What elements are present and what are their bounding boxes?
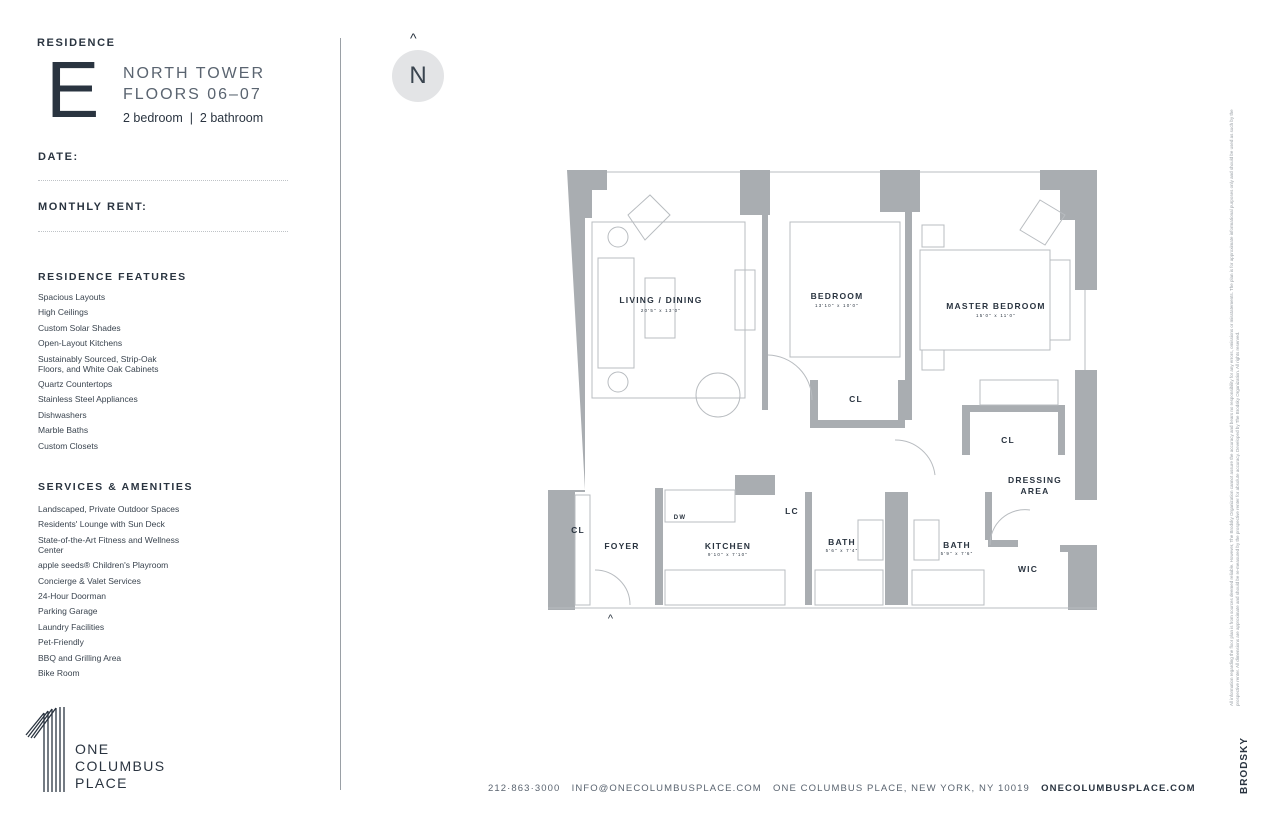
amenities-title: SERVICES & AMENITIES xyxy=(38,481,194,493)
list-item: Quartz Countertops xyxy=(38,378,113,389)
room-name-dressing-area: AREA xyxy=(1021,486,1050,496)
room-name-foyer: FOYER xyxy=(604,541,639,551)
footer-contact: 212·863·3000 INFO@ONECOLUMBUSPLACE.COM O… xyxy=(488,783,1196,794)
wall-bath1-west xyxy=(805,492,812,605)
footer-address: ONE COLUMBUS PLACE, NEW YORK, NY 10019 xyxy=(773,783,1030,794)
wall-bath2-east xyxy=(985,492,992,540)
room-name-cl-foyer: CL xyxy=(571,525,585,535)
wall-kitchen-west xyxy=(655,488,663,605)
wall-bath-shared xyxy=(885,492,908,605)
list-item: Laundry Facilities xyxy=(38,621,105,632)
bed-bath-summary: 2 bedroom | 2 bathroom xyxy=(123,111,264,125)
wall-master-closet xyxy=(962,405,1065,455)
logo-line-2: COLUMBUS xyxy=(75,758,166,774)
list-item: Custom Closets xyxy=(38,440,98,451)
column-divider xyxy=(340,38,341,790)
list-item: Landscaped, Private Outdoor Spaces xyxy=(38,504,180,514)
list-item: Bike Room xyxy=(38,667,80,678)
features-title: RESIDENCE FEATURES xyxy=(38,271,187,283)
wall-east-mid xyxy=(1075,370,1097,500)
entry-arrow-icon: ^ xyxy=(608,613,614,625)
footer-email[interactable]: INFO@ONECOLUMBUSPLACE.COM xyxy=(571,783,762,794)
wall-column-1 xyxy=(740,170,770,215)
room-name-bath2: BATH xyxy=(943,540,971,550)
room-name-dw: DW xyxy=(674,515,686,521)
room-name-cl-master: CL xyxy=(1001,435,1015,445)
disclaimer-text: All information regarding the floor plan… xyxy=(1229,109,1240,706)
list-item: Sustainably Sourced, Strip-Oak Floors, a… xyxy=(38,353,159,374)
list-item: Parking Garage xyxy=(38,606,98,617)
logo-line-1: ONE xyxy=(75,741,110,757)
room-dims-bath1: 5'6" x 7'4" xyxy=(826,548,859,553)
tower-name: NORTH TOWER xyxy=(123,65,266,82)
wall-column-2 xyxy=(880,170,920,212)
rent-line xyxy=(38,231,288,232)
list-item: Dishwashers xyxy=(38,409,87,420)
room-name-kitchen: KITCHEN xyxy=(705,541,751,551)
list-item: Open-Layout Kitchens xyxy=(38,338,123,349)
room-dims-bedroom: 13'10" x 10'0" xyxy=(815,303,859,308)
room-name-dressing: DRESSING xyxy=(1008,475,1062,485)
room-dims-kitchen: 9'10" x 7'10" xyxy=(708,552,748,557)
north-compass: N xyxy=(392,50,444,102)
wall-east-bottom xyxy=(1060,545,1097,610)
list-item: Concierge & Valet Services xyxy=(38,575,141,586)
room-dims-master: 15'0" x 11'0" xyxy=(976,313,1016,318)
north-arrow-icon: ^ xyxy=(410,30,417,46)
list-item: Pet-Friendly xyxy=(38,637,84,648)
wall-column-3 xyxy=(1040,170,1097,290)
room-dims-living: 20'5" x 13'0" xyxy=(641,308,681,313)
list-item: High Ceilings xyxy=(38,307,89,318)
room-name-master: MASTER BEDROOM xyxy=(946,301,1045,311)
logo-wordmark: ONE COLUMBUS PLACE xyxy=(75,741,166,792)
date-line xyxy=(38,180,288,181)
monthly-rent-label: MONTHLY RENT: xyxy=(38,201,148,213)
footer-website[interactable]: ONECOLUMBUSPLACE.COM xyxy=(1041,783,1196,794)
fixtures xyxy=(548,171,1097,609)
logo-line-3: PLACE xyxy=(75,775,128,791)
room-name-bath1: BATH xyxy=(828,537,856,547)
floors: FLOORS 06–07 xyxy=(123,86,262,103)
date-label: DATE: xyxy=(38,151,79,163)
room-labels: LIVING / DINING 20'5" x 13'0" BEDROOM 13… xyxy=(571,291,1062,625)
list-item: Residents' Lounge with Sun Deck xyxy=(38,519,165,530)
list-item: Spacious Layouts xyxy=(38,292,106,302)
residence-label: RESIDENCE xyxy=(37,37,116,49)
list-item: apple seeds® Children's Playroom xyxy=(38,560,169,571)
list-item: 24-Hour Doorman xyxy=(38,590,107,601)
list-item: State-of-the-Art Fitness and Wellness Ce… xyxy=(38,534,180,555)
list-item: Marble Baths xyxy=(38,425,89,436)
footer-phone[interactable]: 212·863·3000 xyxy=(488,783,561,794)
room-name-living: LIVING / DINING xyxy=(619,295,702,305)
list-item: Stainless Steel Appliances xyxy=(38,394,138,405)
wall-bedroom-master xyxy=(905,210,912,420)
room-name-bedroom: BEDROOM xyxy=(811,291,864,301)
list-item: Custom Solar Shades xyxy=(38,322,121,333)
room-name-wic: WIC xyxy=(1018,564,1038,574)
wall-living-bedroom xyxy=(762,215,768,410)
room-dims-bath2: 5'9" x 7'6" xyxy=(941,551,974,556)
wall-wic xyxy=(988,540,1018,547)
wall-west xyxy=(548,170,607,610)
brodsky-brand: BRODSKY xyxy=(1239,736,1251,795)
walls xyxy=(548,170,1097,610)
wall-kitchen-top xyxy=(735,475,775,495)
one-columbus-logo xyxy=(24,707,68,797)
list-item: BBQ and Grilling Area xyxy=(38,652,122,663)
residence-letter: E xyxy=(46,45,100,134)
wall-bedroom-closet xyxy=(810,380,905,428)
room-name-lc: LC xyxy=(785,506,799,516)
room-name-cl-bedroom: CL xyxy=(849,394,863,404)
logo-mark-icon xyxy=(25,707,65,792)
